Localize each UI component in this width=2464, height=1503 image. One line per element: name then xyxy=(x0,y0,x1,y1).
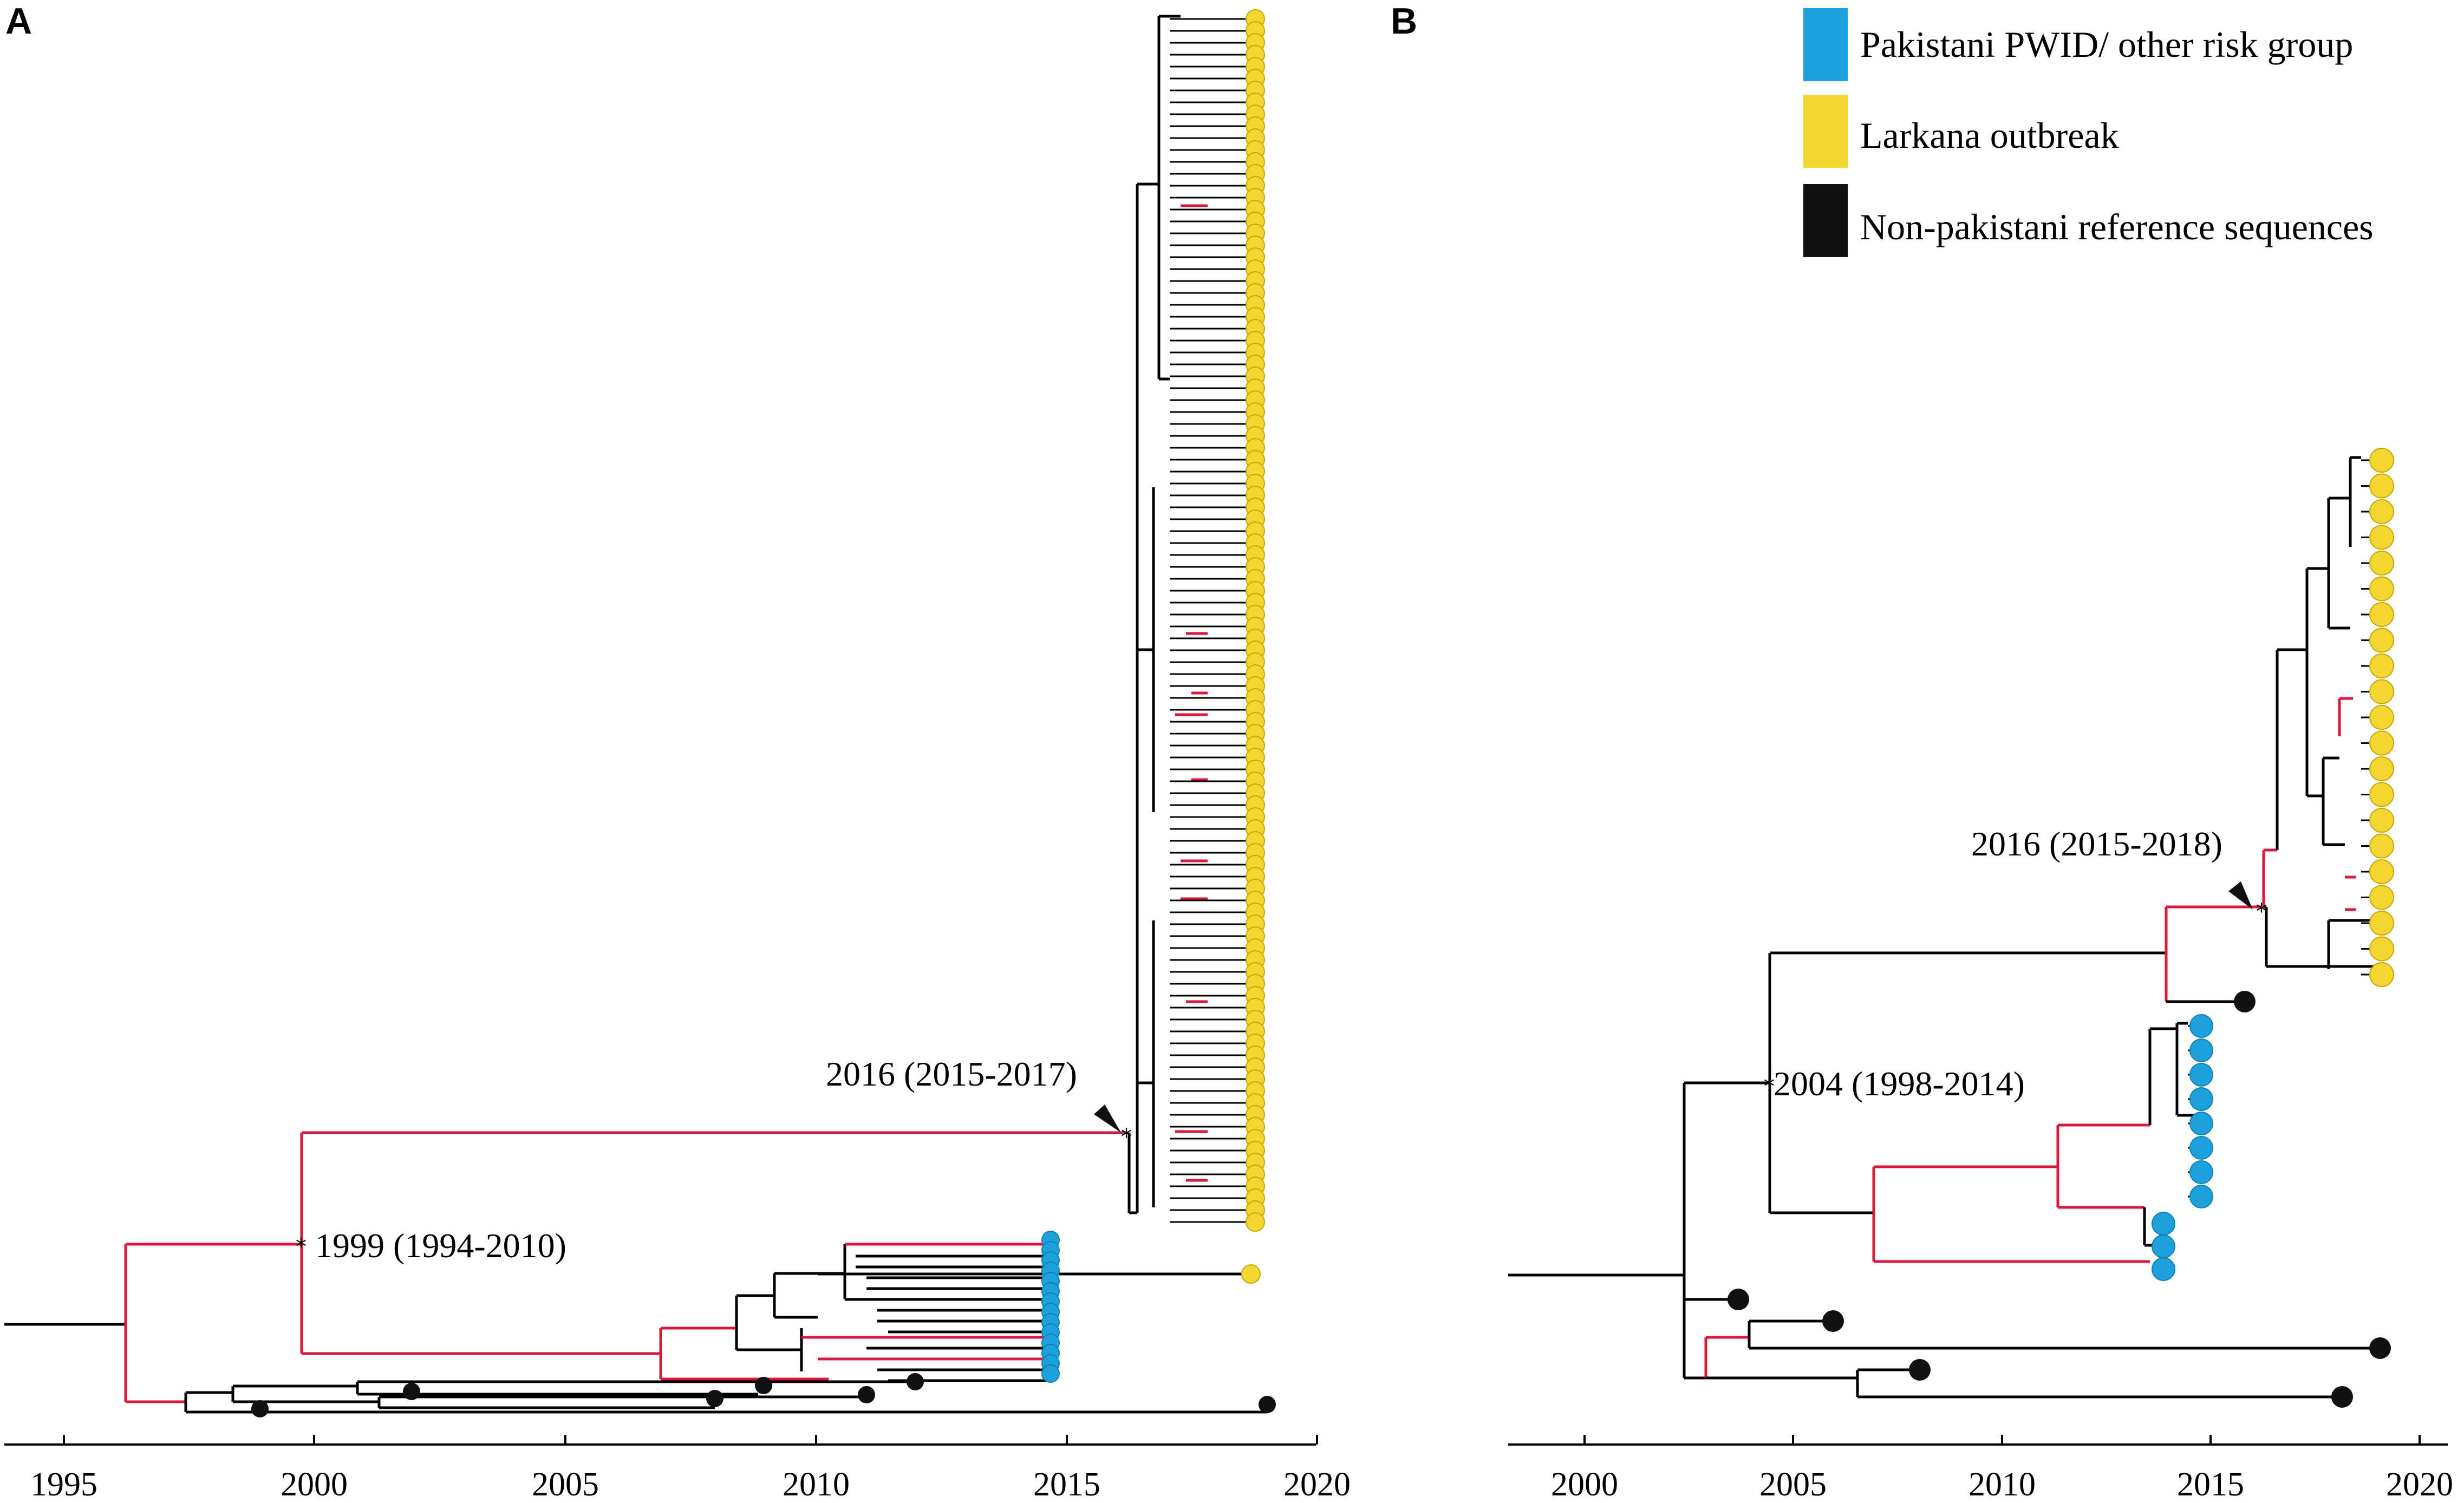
pwid-tip xyxy=(2189,1014,2213,1038)
panel-b-pwid-stack xyxy=(2152,1014,2213,1281)
pwid-tip xyxy=(2189,1160,2213,1184)
larkana-tip xyxy=(2369,499,2394,524)
larkana-tip xyxy=(2369,705,2394,730)
pwid-tip xyxy=(2189,1112,2213,1135)
larkana-tip xyxy=(2369,679,2394,704)
larkana-tip xyxy=(2369,756,2394,781)
axis-tick-label: 2015 xyxy=(2177,1466,2244,1503)
axis-tick-label: 2000 xyxy=(1551,1466,1618,1503)
panel-a-label: A xyxy=(5,1,32,42)
panel-b-annotation-2016: 2016 (2015-2018) xyxy=(1971,825,2222,863)
node-marker: * xyxy=(296,1234,307,1259)
larkana-tip xyxy=(2369,962,2394,987)
pwid-tip xyxy=(2152,1257,2175,1281)
larkana-tip xyxy=(2369,885,2394,910)
larkana-tip xyxy=(2369,730,2394,756)
node-marker: * xyxy=(1121,1125,1132,1149)
reference-tip xyxy=(2331,1386,2353,1408)
panel-a-larkana-stack xyxy=(1170,9,1265,1232)
legend-label-pwid: Pakistani PWID/ other risk group xyxy=(1860,24,2353,65)
pwid-tip xyxy=(2152,1212,2175,1236)
axis-tick-label: 2020 xyxy=(1283,1466,1351,1503)
larkana-tip xyxy=(2369,782,2394,807)
axis-tick-label: 2015 xyxy=(1033,1466,1100,1503)
panel-a-axis: 1995 2000 2005 2010 2015 2020 xyxy=(4,1435,1351,1503)
reference-tip xyxy=(251,1400,269,1417)
larkana-tip xyxy=(2369,602,2394,627)
larkana-tip xyxy=(2369,551,2394,576)
reference-tip xyxy=(1259,1396,1276,1413)
reference-tip xyxy=(907,1373,924,1390)
larkana-tip xyxy=(2369,473,2394,499)
legend-label-reference: Non-pakistani reference sequences xyxy=(1860,206,2374,247)
panel-a-annotation-1999: 1999 (1994-2010) xyxy=(315,1226,566,1265)
pwid-tip xyxy=(2152,1234,2175,1258)
reference-tip xyxy=(1728,1289,1749,1310)
panel-b-annotation-2004: 2004 (1998-2014) xyxy=(1774,1064,2025,1103)
panel-a-annotation-2016: 2016 (2015-2017) xyxy=(826,1055,1077,1093)
pwid-tip xyxy=(1041,1364,1060,1383)
larkana-tip xyxy=(1241,1264,1261,1284)
legend-swatch-pwid xyxy=(1803,8,1848,81)
panel-a-pwid-stack xyxy=(1041,1231,1060,1383)
pwid-tip xyxy=(2189,1038,2213,1062)
larkana-tip xyxy=(2369,808,2394,833)
larkana-tip xyxy=(2369,654,2394,678)
reference-tip xyxy=(858,1386,875,1403)
larkana-tip xyxy=(2369,448,2394,473)
node-marker: * xyxy=(2256,899,2267,924)
larkana-tip xyxy=(2369,525,2394,550)
legend-swatch-larkana xyxy=(1803,95,1848,168)
legend-label-larkana: Larkana outbreak xyxy=(1860,115,2119,156)
arrow-icon xyxy=(2228,881,2253,910)
pwid-tip xyxy=(2189,1185,2213,1208)
reference-tip xyxy=(2369,1337,2391,1359)
larkana-tip xyxy=(2369,628,2394,653)
larkana-tip xyxy=(2369,911,2394,936)
panel-a-tree: * * xyxy=(4,9,1276,1417)
axis-tick-label: 1995 xyxy=(30,1466,97,1503)
reference-tip xyxy=(755,1377,772,1394)
legend-swatch-reference xyxy=(1803,184,1848,257)
arrow-icon xyxy=(1094,1105,1121,1133)
reference-tip xyxy=(2234,991,2256,1012)
larkana-tip xyxy=(2369,859,2394,884)
axis-tick-label: 2010 xyxy=(783,1466,850,1503)
axis-tick-label: 2010 xyxy=(1968,1466,2036,1503)
larkana-tip xyxy=(1246,1212,1265,1232)
larkana-tip xyxy=(2369,833,2394,859)
larkana-tip xyxy=(2369,936,2394,962)
panel-b-label: B xyxy=(1391,1,1417,42)
node-marker: * xyxy=(1764,1074,1775,1099)
panel-b-tree: * * xyxy=(1508,448,2394,1408)
axis-tick-label: 2000 xyxy=(281,1466,348,1503)
reference-tip xyxy=(1822,1310,1844,1332)
pwid-tip xyxy=(2189,1063,2213,1087)
axis-tick-label: 2005 xyxy=(1759,1466,1827,1503)
axis-tick-label: 2005 xyxy=(532,1466,599,1503)
reference-tip xyxy=(403,1383,420,1400)
panel-b-larkana-stack xyxy=(2361,448,2394,987)
pwid-tip xyxy=(2189,1087,2213,1111)
larkana-tip xyxy=(2369,576,2394,602)
reference-tip xyxy=(1909,1359,1931,1381)
panel-b-axis: 2000 2005 2010 2015 2020 xyxy=(1508,1435,2453,1503)
axis-tick-label: 2020 xyxy=(2386,1466,2453,1503)
pwid-tip xyxy=(2189,1136,2213,1160)
reference-tip xyxy=(706,1390,723,1407)
legend: Pakistani PWID/ other risk group Larkana… xyxy=(1803,8,2374,257)
